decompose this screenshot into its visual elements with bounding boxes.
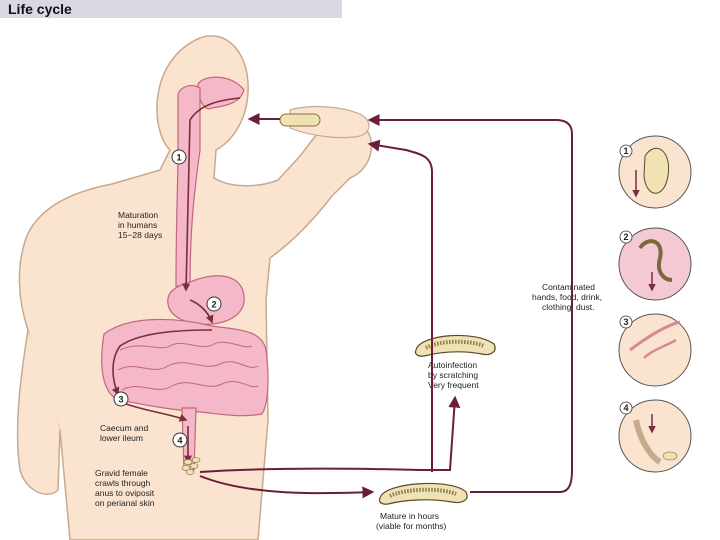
svg-text:(viable for months): (viable for months) xyxy=(376,521,447,531)
inset-2: 2 xyxy=(619,228,691,300)
svg-text:anus to oviposit: anus to oviposit xyxy=(95,488,155,498)
step-2-number: 2 xyxy=(211,300,216,310)
svg-text:Maturation: Maturation xyxy=(118,210,158,220)
autoinfection-egg xyxy=(415,335,495,356)
inset-1: 1 xyxy=(619,136,691,208)
svg-text:1: 1 xyxy=(623,146,628,156)
step-4-number: 4 xyxy=(177,436,182,446)
svg-text:Gravid female: Gravid female xyxy=(95,468,148,478)
mature-label: Mature in hours (viable for months) xyxy=(376,511,447,531)
step-1: 1 xyxy=(172,150,186,164)
svg-text:hands, food, drink,: hands, food, drink, xyxy=(532,292,602,302)
svg-text:3: 3 xyxy=(623,317,628,327)
inset-3: 3 xyxy=(619,314,691,386)
gravid-female-label: Gravid female crawls through anus to ovi… xyxy=(95,468,155,508)
caecum-label: Caecum and lower ileum xyxy=(100,423,148,443)
maturation-label: Maturation in humans 15−28 days xyxy=(118,210,162,240)
svg-text:2: 2 xyxy=(623,232,628,242)
svg-text:15−28 days: 15−28 days xyxy=(118,230,162,240)
svg-text:in humans: in humans xyxy=(118,220,157,230)
step-4: 4 xyxy=(173,433,187,447)
inset-4: 4 xyxy=(619,400,691,472)
mature-egg xyxy=(379,483,467,504)
svg-text:Very frequent: Very frequent xyxy=(428,380,479,390)
svg-text:Contaminated: Contaminated xyxy=(542,282,595,292)
svg-text:on perianal skin: on perianal skin xyxy=(95,498,155,508)
svg-text:clothing, dust.: clothing, dust. xyxy=(542,302,594,312)
autoinfection-label: Autoinfection by scratching Very frequen… xyxy=(428,360,479,390)
svg-text:crawls through: crawls through xyxy=(95,478,151,488)
step-3: 3 xyxy=(114,392,128,406)
svg-text:4: 4 xyxy=(623,403,628,413)
inset-panel: 1 2 3 4 xyxy=(619,136,691,472)
step-1-number: 1 xyxy=(176,153,181,163)
contaminated-object xyxy=(280,114,320,126)
svg-text:Mature in hours: Mature in hours xyxy=(380,511,439,521)
arrow-autoinfection-to-hand xyxy=(370,144,432,472)
svg-text:Autoinfection: Autoinfection xyxy=(428,360,477,370)
svg-text:by scratching: by scratching xyxy=(428,370,478,380)
svg-text:Caecum and: Caecum and xyxy=(100,423,148,433)
contaminated-label: Contaminated hands, food, drink, clothin… xyxy=(532,282,602,312)
step-3-number: 3 xyxy=(118,395,123,405)
step-2: 2 xyxy=(207,297,221,311)
svg-text:lower ileum: lower ileum xyxy=(100,433,143,443)
